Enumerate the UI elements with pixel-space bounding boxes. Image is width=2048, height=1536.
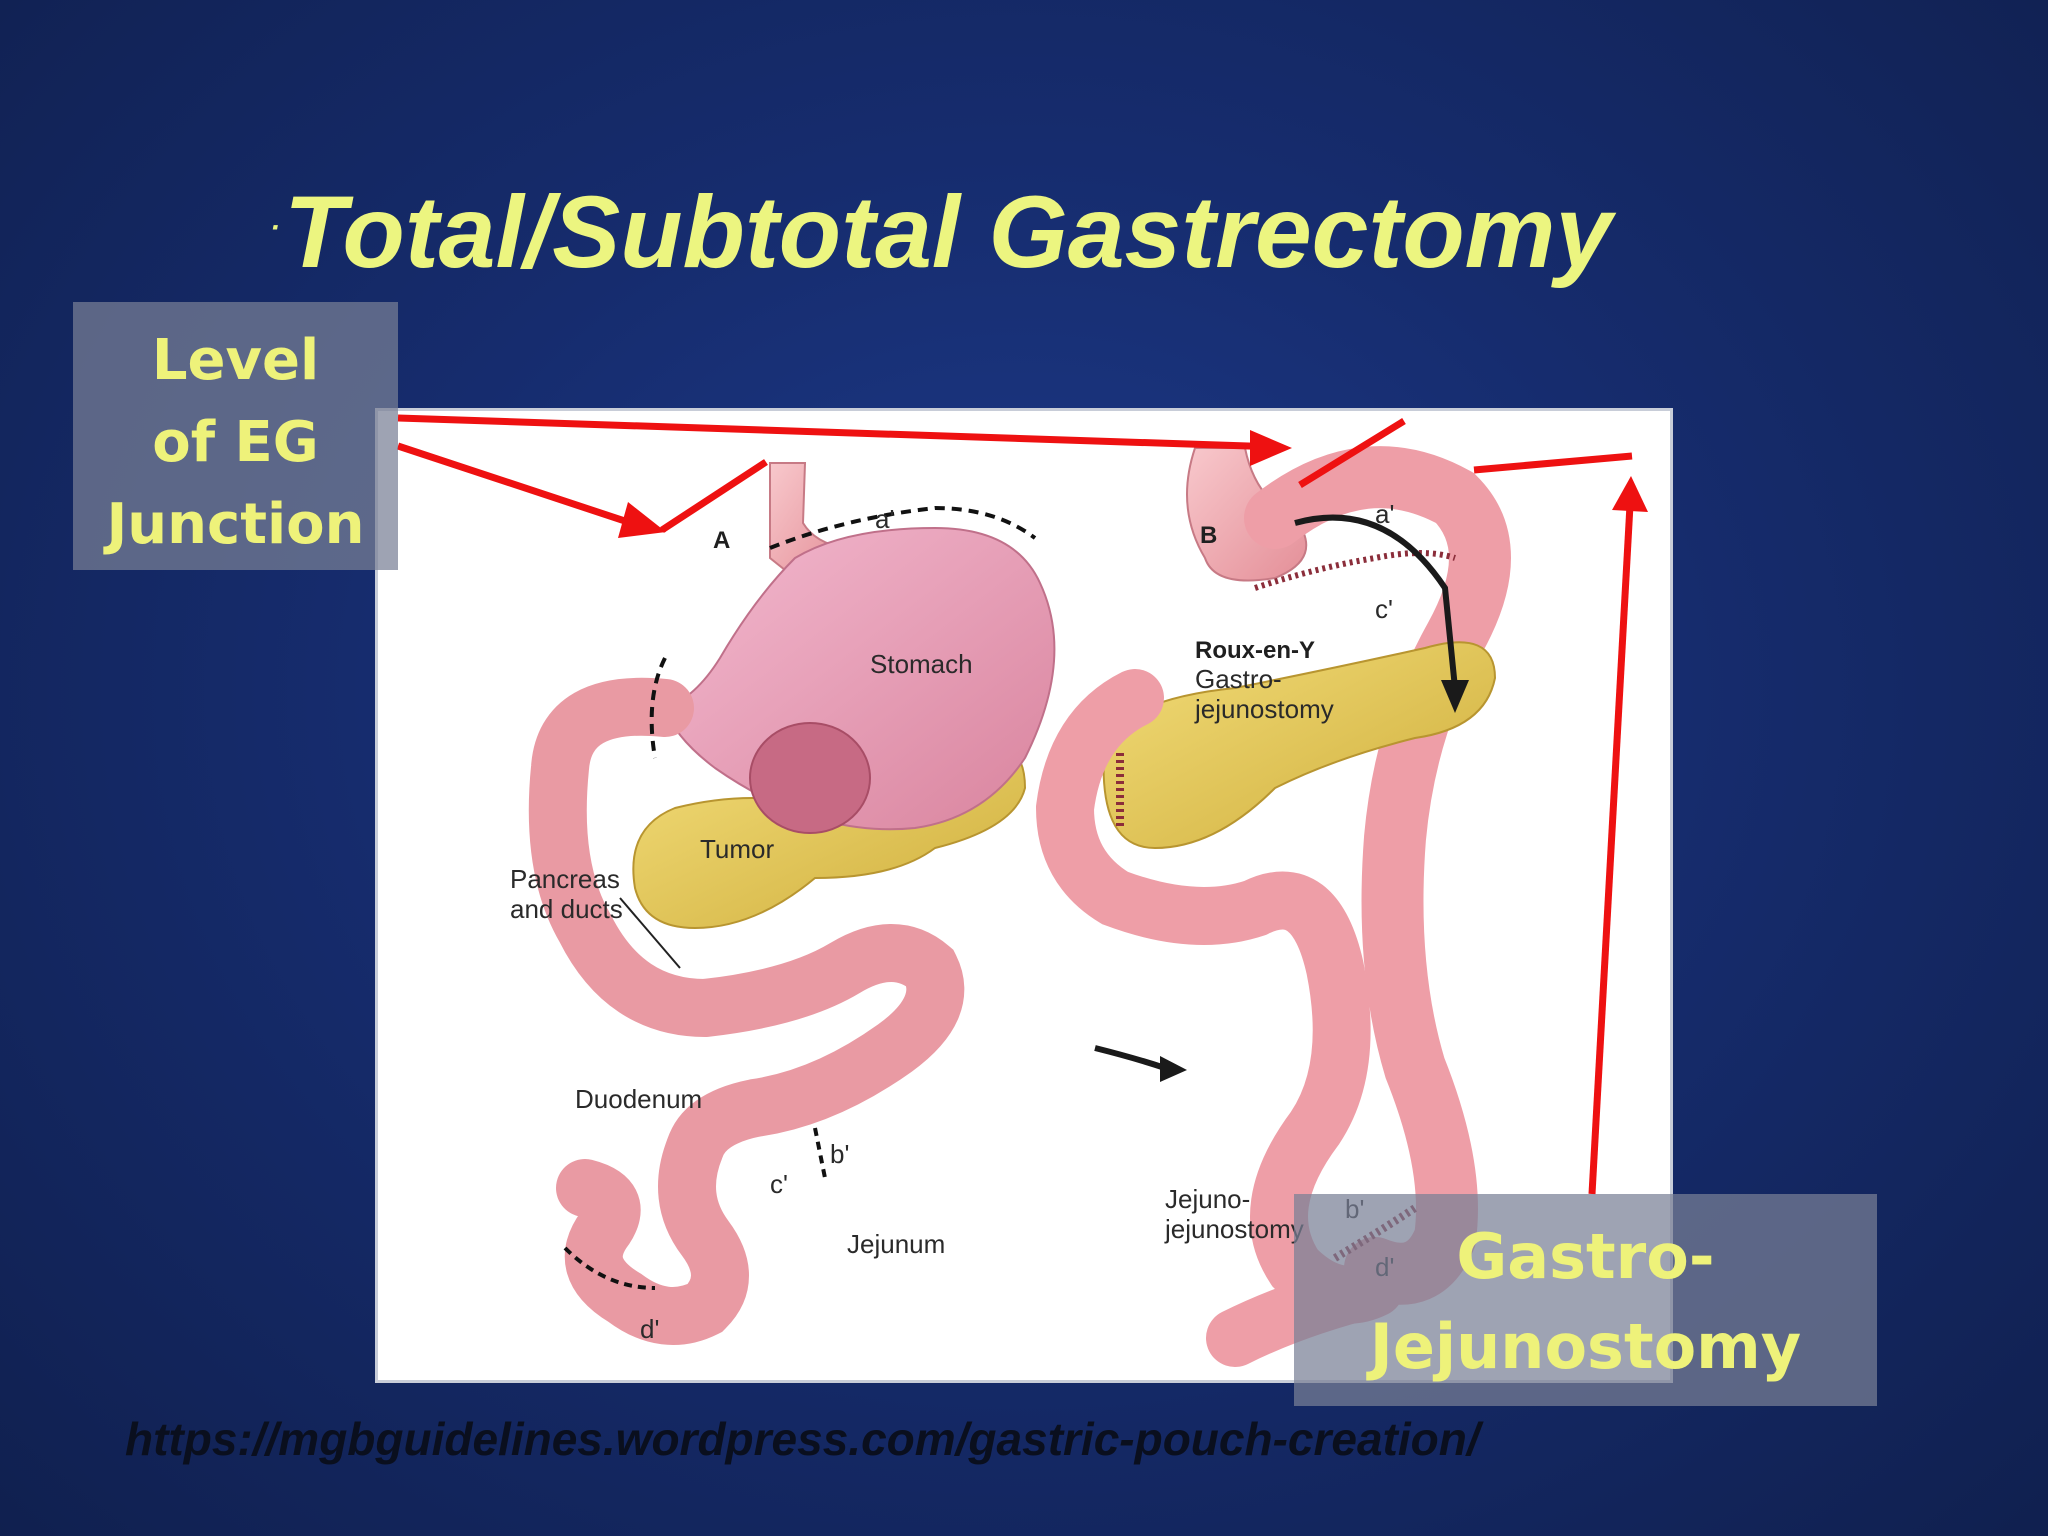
arrowhead-gj bbox=[1612, 476, 1648, 512]
panel-b-letter: B bbox=[1200, 522, 1217, 549]
label-pancreas-1: Pancreas bbox=[510, 864, 620, 894]
label-jejunum: Jejunum bbox=[847, 1229, 945, 1259]
title-text: Total/Subtotal Gastrectomy bbox=[284, 175, 1613, 289]
eg-junction-callout: Level of EG Junction bbox=[73, 302, 398, 570]
duodenum-a bbox=[528, 677, 965, 1177]
anatomy-illustration: A a' Stomach Tumor Pancreas and ducts Du… bbox=[510, 446, 1511, 1367]
eg-level-mark-b bbox=[1298, 418, 1406, 488]
eg-level-mark-a bbox=[660, 459, 768, 533]
panel-a: A a' Stomach Tumor Pancreas and ducts Du… bbox=[510, 462, 1056, 1345]
eg-callout-line-2: of EG bbox=[152, 410, 319, 475]
label-stomach: Stomach bbox=[870, 649, 973, 679]
title-bullet: · bbox=[270, 211, 280, 244]
label-jj-1: Jejuno- bbox=[1165, 1184, 1250, 1214]
slide-title: ·Total/Subtotal Gastrectomy bbox=[270, 168, 1830, 292]
jejunum-a bbox=[556, 1119, 749, 1345]
resection-line-a-jejunum bbox=[813, 1127, 827, 1179]
arrowhead-eg-to-b bbox=[1250, 430, 1292, 466]
source-url[interactable]: https://mgbguidelines.wordpress.com/gast… bbox=[125, 1413, 1480, 1465]
flow-arrow-limb bbox=[1294, 514, 1458, 689]
panel-a-letter: A bbox=[713, 527, 730, 554]
label-c-prime-b: c' bbox=[1375, 594, 1393, 624]
flow-arrowhead-duodenum bbox=[1160, 1056, 1187, 1082]
resection-line-a-d bbox=[563, 1246, 656, 1290]
label-jj-2: jejunostomy bbox=[1164, 1214, 1304, 1244]
label-roux-2: Gastro- bbox=[1195, 664, 1282, 694]
label-duodenum: Duodenum bbox=[575, 1084, 702, 1114]
label-pancreas-2: and ducts bbox=[510, 894, 623, 924]
arrow-line-eg-to-a bbox=[396, 442, 642, 530]
resection-line-a-pylorus bbox=[649, 657, 667, 759]
label-a-prime-b: a' bbox=[1375, 499, 1394, 529]
label-a-prime: a' bbox=[875, 504, 894, 534]
label-b-prime-a: b' bbox=[830, 1139, 849, 1169]
pancreas-b bbox=[1102, 641, 1497, 850]
tumor-mass bbox=[749, 722, 871, 834]
gj-horizontal-mark bbox=[1473, 452, 1633, 474]
flow-arrowhead-limb bbox=[1441, 680, 1469, 713]
flow-arrow-duodenum bbox=[1094, 1045, 1166, 1071]
label-tumor: Tumor bbox=[700, 834, 774, 864]
gastro-jejunostomy-callout: Gastro- Jejunostomy bbox=[1294, 1194, 1877, 1406]
resection-line-a-top bbox=[769, 505, 1037, 550]
gj-callout-line-2: Jejunostomy bbox=[1369, 1310, 1802, 1383]
pancreas-leader-line bbox=[619, 897, 681, 969]
label-roux-1: Roux-en-Y bbox=[1195, 637, 1315, 664]
label-c-prime-a: c' bbox=[770, 1169, 788, 1199]
arrow-line-gj bbox=[1588, 504, 1634, 1195]
label-roux-3: jejunostomy bbox=[1194, 694, 1334, 724]
gj-callout-line-1: Gastro- bbox=[1456, 1220, 1715, 1293]
eg-callout-line-1: Level bbox=[151, 328, 320, 393]
eg-callout-line-3: Junction bbox=[106, 492, 365, 557]
label-d-prime-a: d' bbox=[640, 1314, 659, 1344]
arrow-line-eg-to-b bbox=[397, 414, 1279, 451]
duodenal-stump-b bbox=[1035, 669, 1404, 1324]
arrowhead-eg-to-a bbox=[618, 502, 666, 538]
